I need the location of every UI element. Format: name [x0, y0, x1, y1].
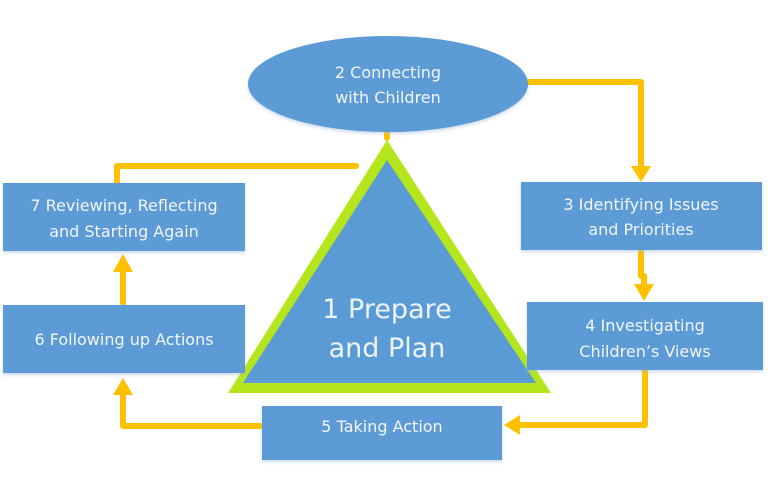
arrow-head-2-to-3 [631, 166, 651, 182]
node-step-7-shape [3, 183, 245, 251]
arrow-3-to-4 [638, 247, 647, 291]
center-label-line1: 1 Prepare [322, 294, 452, 325]
node-step-5-shape [262, 406, 502, 460]
arrow-head-6-to-7 [113, 254, 133, 272]
node-step-2: 2 Connecting with Children [248, 36, 528, 132]
node-step-2-shape [248, 36, 528, 132]
node-step-4: 4 Investigating Children’s Views [527, 302, 763, 370]
arrow-2-to-3 [525, 79, 644, 173]
arrow-7-to-2 [114, 163, 359, 186]
center-label-line2: and Plan [329, 333, 446, 364]
node-step-6-shape [3, 305, 245, 373]
arrow-4-to-5 [512, 367, 648, 428]
arrow-5-to-6 [120, 387, 267, 429]
arrow-head-3-to-4 [634, 284, 654, 301]
node-step-3: 3 Identifying Issues and Priorities [521, 182, 762, 250]
node-step-4-shape [527, 302, 763, 370]
connectors [113, 79, 654, 435]
triangle-fill [243, 160, 536, 383]
node-step-6-line1: 6 Following up Actions [34, 330, 213, 349]
node-step-5: 5 Taking Action [262, 406, 502, 460]
node-step-4-line2: Children’s Views [579, 342, 710, 361]
node-step-3-line1: 3 Identifying Issues [563, 195, 718, 214]
node-step-5-line1: 5 Taking Action [321, 417, 442, 436]
arrow-head-5-to-6 [113, 378, 133, 395]
node-step-7-line1: 7 Reviewing, Reflecting [30, 196, 217, 215]
center-triangle: 1 Prepare and Plan [228, 140, 551, 393]
node-step-7: 7 Reviewing, Reflecting and Starting Aga… [3, 183, 245, 251]
node-step-3-line2: and Priorities [588, 220, 693, 239]
node-step-2-line1: 2 Connecting [335, 63, 441, 82]
node-step-6: 6 Following up Actions [3, 305, 245, 373]
node-step-7-line2: and Starting Again [49, 222, 199, 241]
node-step-4-line1: 4 Investigating [585, 316, 704, 335]
arrow-head-4-to-5 [504, 415, 520, 435]
node-step-3-shape [521, 182, 762, 250]
node-step-2-line2: with Children [335, 88, 441, 107]
